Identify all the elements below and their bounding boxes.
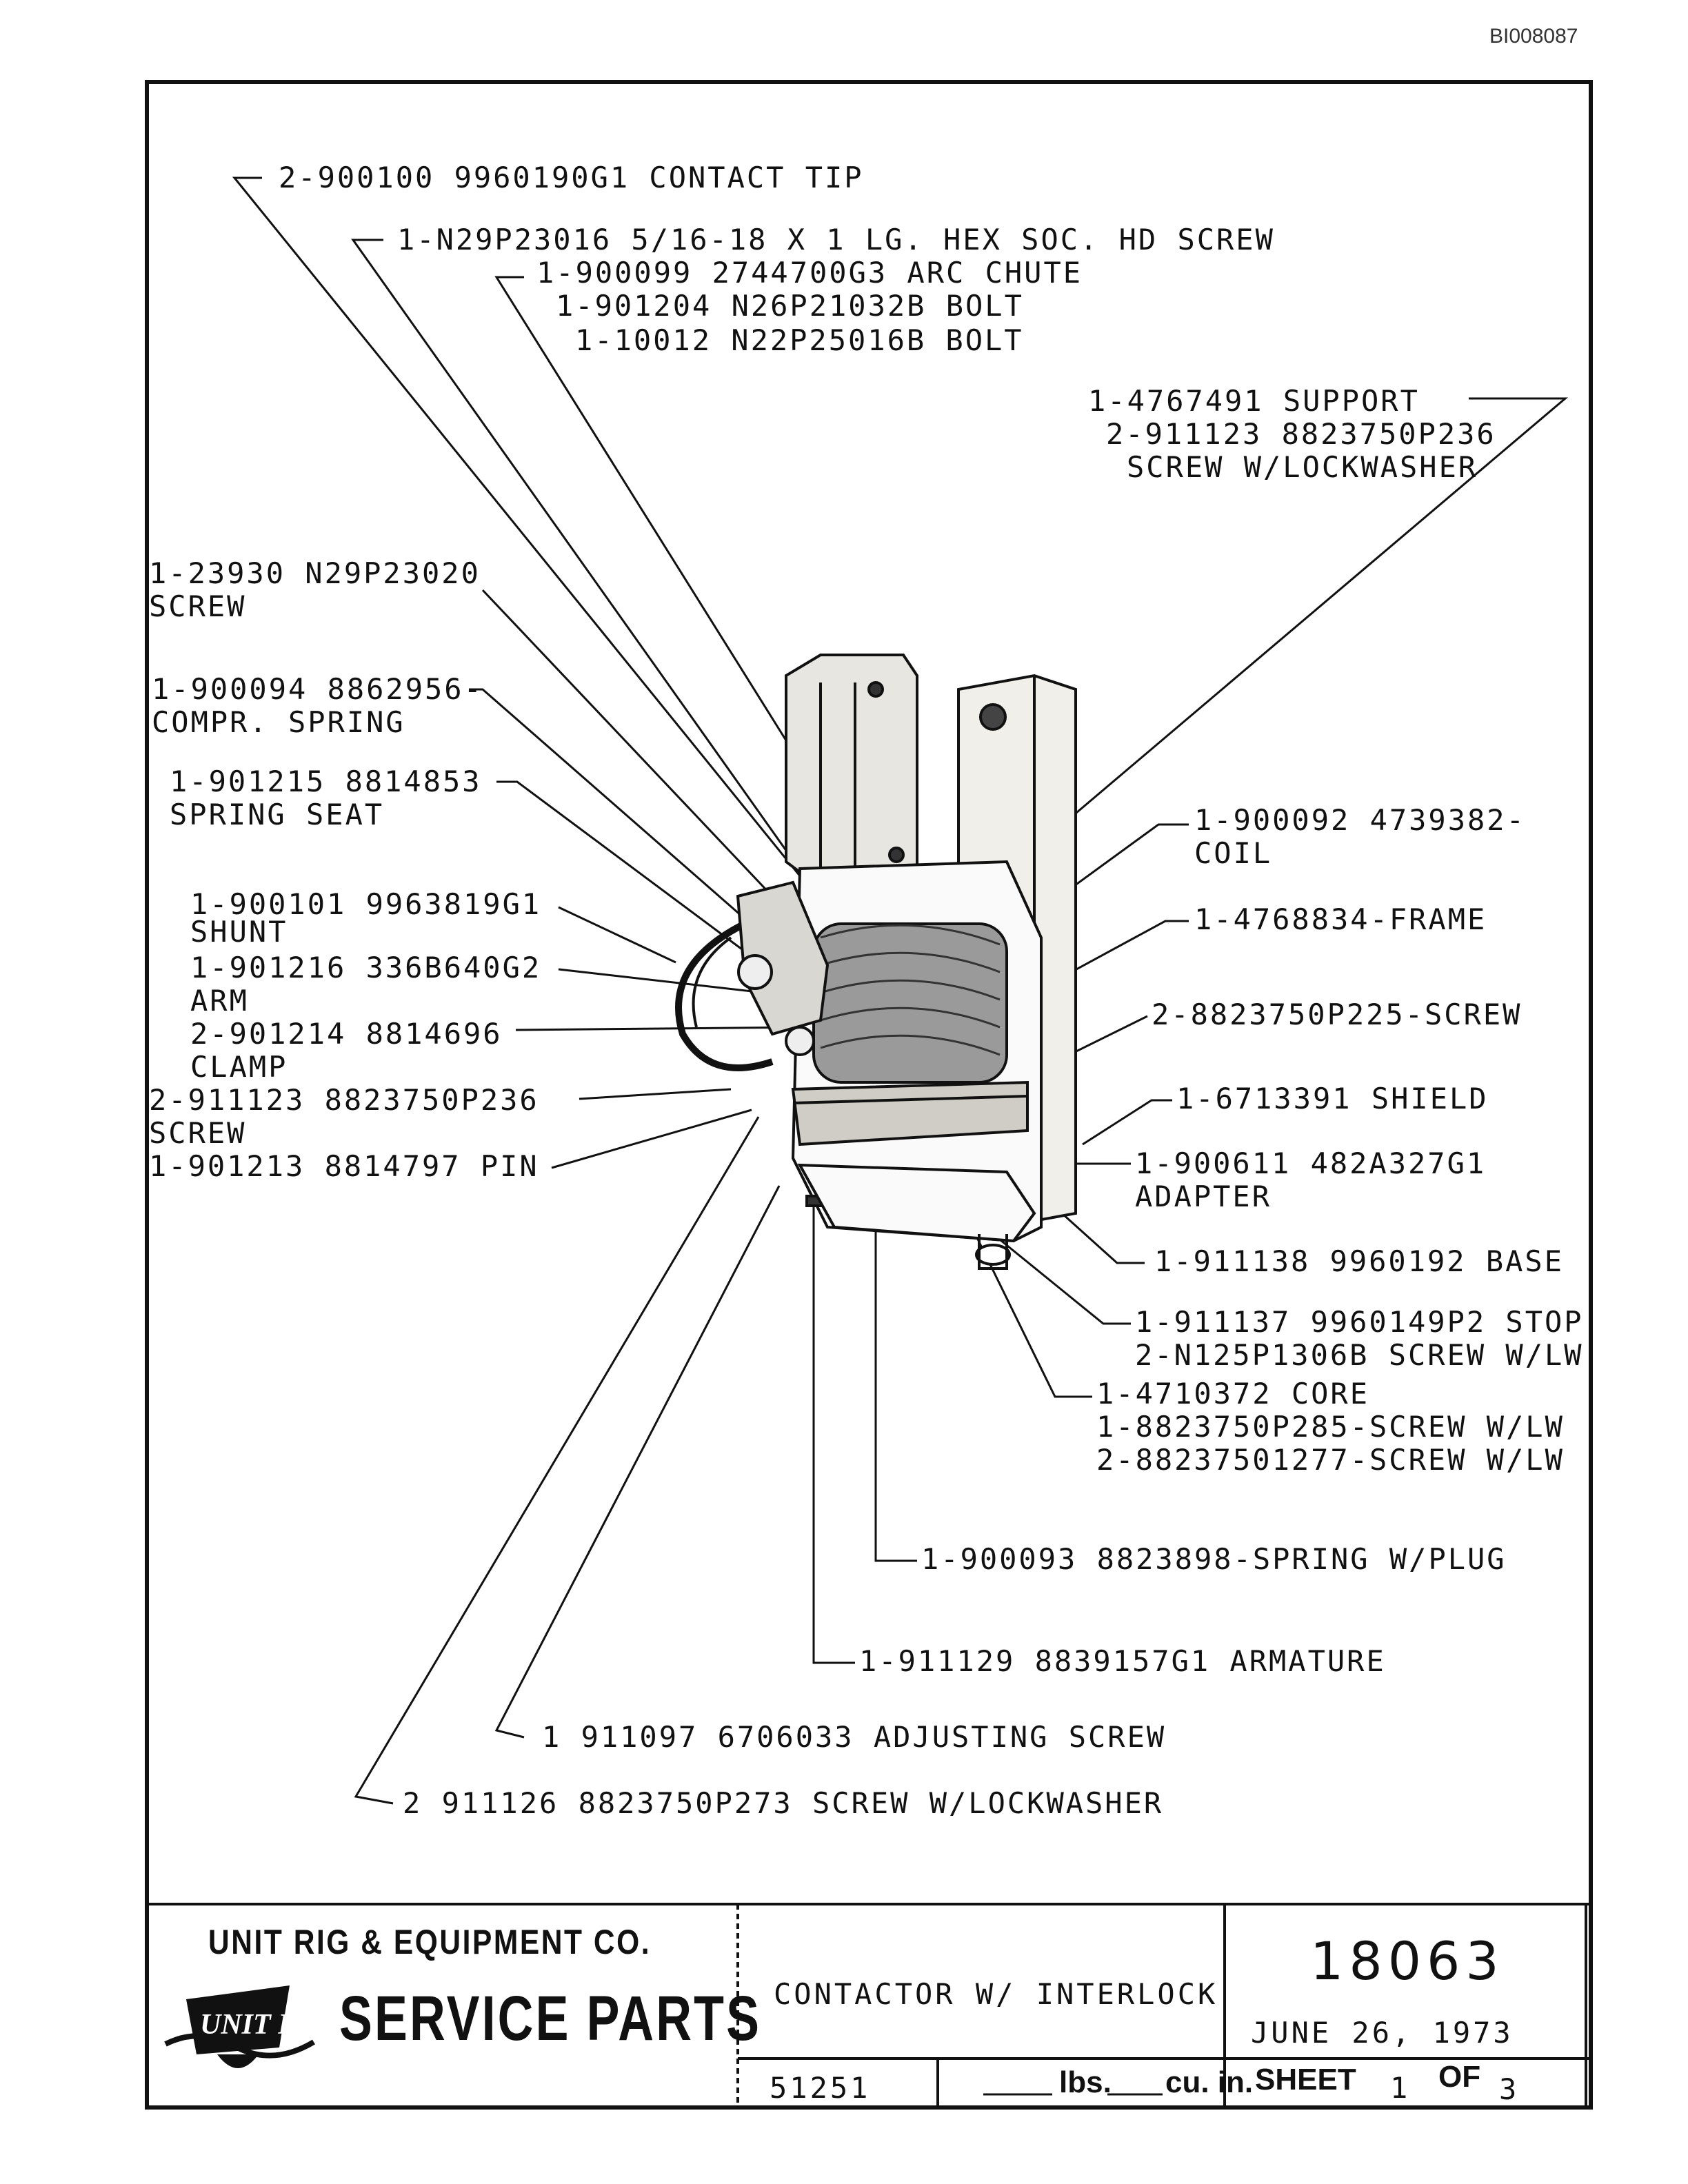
callout-contact-tip: 2-900100 9960190G1 CONTACT TIP [279,161,864,194]
callout-stop-screw: 2-N125P1306B SCREW W/LW [1135,1338,1584,1372]
callout-clamp: 2-901214 8814696 [190,1017,503,1051]
callout-shunt: 1-900101 9963819G1 [190,887,542,921]
callout-pin: 1-901213 8814797 PIN [149,1149,539,1183]
unit-rig-logo: UNIT RIG [164,1985,317,2068]
callout-compr-spring: 1-900094 8862956- [152,672,483,706]
callout-adapter: 1-900611 482A327G1 [1135,1146,1487,1180]
part-number: 51251 [770,2071,871,2105]
weight-volume-blanks [983,2093,1163,2096]
callout-hex-soc-screw: 1-N29P23016 5/16-18 X 1 LG. HEX SOC. HD … [397,223,1275,256]
company-name: UNIT RIG & EQUIPMENT CO. [208,1923,652,1961]
callout-screw-23930-desc: SCREW [149,589,247,623]
callout-support: 1-4767491 SUPPORT [1088,384,1420,418]
cu-in-label: cu. in. [1165,2065,1254,2099]
callout-screw-911123: 2-911123 8823750P236 [149,1083,539,1117]
callout-armature: 1-911129 8839157G1 ARMATURE [859,1644,1386,1678]
callout-coil-desc: COIL [1194,836,1273,870]
callout-shunt-desc: SHUNT [190,915,288,949]
sheet-label: SHEET [1255,2063,1356,2096]
lbs-label: lbs. [1059,2065,1112,2099]
callout-arm: 1-901216 336B640G2 [190,951,542,984]
callout-arc-chute: 1-900099 2744700G3 ARC CHUTE [536,256,1083,290]
callout-adapter-desc: ADAPTER [1135,1180,1272,1213]
callout-core-screw-2: 2-88237501277-SCREW W/LW [1096,1443,1565,1477]
sheet-total: 3 [1499,2072,1520,2106]
callout-spring-seat: 1-901215 8814853 [170,765,482,798]
callout-core-screw-1: 1-8823750P285-SCREW W/LW [1096,1410,1565,1444]
callout-clamp-desc: CLAMP [190,1050,288,1084]
callout-screw-23930: 1-23930 N29P23020 [149,556,481,590]
contactor-parts [675,654,1077,1270]
callout-bolt-1: 1-901204 N26P21032B BOLT [556,289,1024,323]
callout-spring-w-plug: 1-900093 8823898-SPRING W/PLUG [921,1542,1507,1576]
callout-stop: 1-911137 9960149P2 STOP [1135,1305,1584,1339]
callout-frame: 1-4768834-FRAME [1194,902,1487,936]
title-block-grid [145,1903,1593,2108]
callout-frame-screw: 2-8823750P225-SCREW [1152,998,1523,1031]
drawing-date: JUNE 26, 1973 [1251,2016,1514,2050]
service-parts-heading: SERVICE PARTS [339,1983,762,2054]
of-label: OF [1438,2060,1481,2094]
callout-compr-spring-desc: COMPR. SPRING [152,705,405,739]
title-block: UNIT RIG & EQUIPMENT CO. UNIT RIG SERVIC… [145,1903,1593,2110]
callout-bolt-2: 1-10012 N22P25016B BOLT [575,323,1024,357]
callout-adjusting-screw: 1 911097 6706033 ADJUSTING SCREW [542,1720,1167,1754]
callout-support-screw: 2-911123 8823750P236 [1106,417,1496,451]
callout-support-screw-desc: SCREW W/LOCKWASHER [1127,450,1478,484]
part-description: CONTACTOR W/ INTERLOCK [774,1977,1218,2011]
sheet-number: 1 [1390,2071,1411,2105]
callout-screw-911123-desc: SCREW [149,1116,247,1150]
callout-core: 1-4710372 CORE [1096,1377,1370,1410]
callout-screw-lockwasher: 2 911126 8823750P273 SCREW W/LOCKWASHER [403,1786,1164,1820]
callout-coil: 1-900092 4739382- [1194,803,1526,837]
callout-spring-seat-desc: SPRING SEAT [170,798,385,831]
document-id: BI008087 [1489,25,1578,48]
drawing-border [145,80,1593,2110]
drawing-number: 18063 [1310,1930,1505,1992]
callout-arm-desc: ARM [190,984,249,1018]
callout-base: 1-911138 9960192 BASE [1154,1244,1565,1278]
logo-text: UNIT RIG [200,2009,317,2041]
leader-lines [232,176,1569,1805]
callout-shield: 1-6713391 SHIELD [1176,1082,1489,1115]
